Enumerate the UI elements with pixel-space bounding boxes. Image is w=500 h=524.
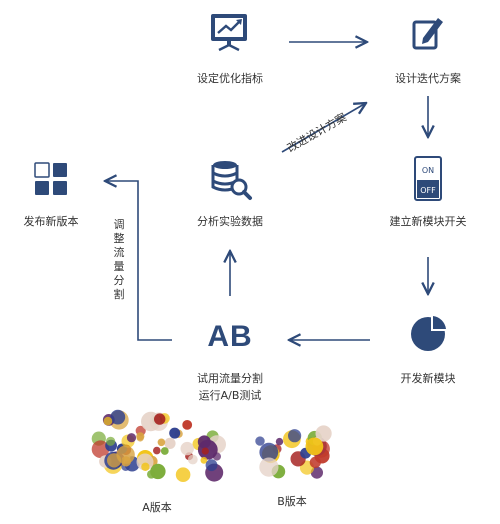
bubble <box>288 429 302 443</box>
bubble <box>126 433 137 443</box>
node-develop-module: 开发新模块 <box>400 372 456 385</box>
monitor-chart-icon <box>211 14 247 52</box>
version-a-label: A版本 <box>142 501 172 514</box>
bubble <box>153 446 161 455</box>
node-set-metrics: 设定优化指标 <box>197 72 263 85</box>
bubble <box>310 466 323 479</box>
node-ab-test-line2: 运行A/B测试 <box>198 389 262 402</box>
bubble <box>259 442 279 462</box>
switch-off-text: OFF <box>420 186 436 195</box>
bubble <box>259 457 279 477</box>
bubble <box>255 436 265 446</box>
bubble <box>275 437 284 446</box>
bubble <box>107 453 122 468</box>
bubble <box>164 437 176 449</box>
bubble <box>150 463 166 480</box>
version-a-bubbles <box>91 409 226 483</box>
bubble <box>169 427 181 439</box>
bubble <box>175 467 191 483</box>
ab-test-title: AB <box>207 320 253 353</box>
bubble <box>305 437 324 456</box>
bubble <box>182 420 193 430</box>
bubble <box>309 456 321 468</box>
bubble <box>187 454 198 465</box>
version-b-label: B版本 <box>277 495 307 508</box>
edit-document-icon <box>412 18 443 50</box>
node-analyze-data: 分析实验数据 <box>197 215 263 228</box>
arrow-ab-to-release <box>105 181 172 341</box>
bubble <box>201 447 209 455</box>
pie-chart-icon <box>411 314 448 351</box>
database-search-icon <box>211 161 252 200</box>
bubble <box>141 462 150 471</box>
bubble <box>212 452 221 461</box>
bubble <box>106 436 116 446</box>
bubble <box>103 416 113 426</box>
bubble <box>110 409 126 425</box>
adjust-traffic-label: 调整流量分割 <box>113 218 125 301</box>
node-ab-test-line1: 试用流量分割 <box>197 372 263 385</box>
bubble <box>180 441 194 456</box>
bubble <box>154 413 166 425</box>
version-b-bubbles <box>255 425 332 479</box>
app-grid-icon <box>34 162 67 195</box>
switch-on-text: ON <box>422 166 434 175</box>
bubble <box>200 456 208 464</box>
arrow-analyze-to-design <box>281 103 366 153</box>
node-design-iteration: 设计迭代方案 <box>395 72 461 85</box>
bubble <box>315 425 332 442</box>
node-build-switch: 建立新模块开关 <box>389 215 467 228</box>
bubble <box>157 438 166 447</box>
bubble <box>205 459 218 472</box>
node-release-version: 发布新版本 <box>23 215 79 228</box>
bubble <box>136 432 145 441</box>
bubble <box>91 440 110 459</box>
bubble <box>160 447 169 455</box>
on-off-switch-icon: ON OFF <box>414 156 442 201</box>
